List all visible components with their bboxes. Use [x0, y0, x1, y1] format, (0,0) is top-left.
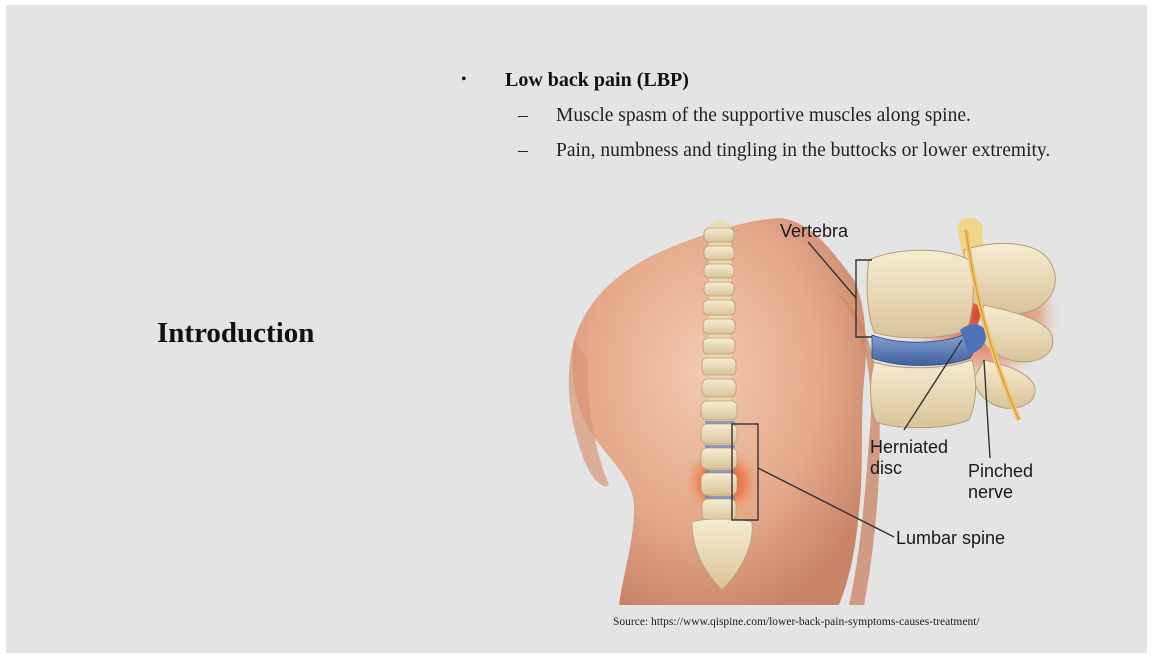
slide-title: Introduction [157, 317, 314, 350]
label-lumbar-spine: Lumbar spine [896, 528, 1005, 548]
spine-illustration-graphic [564, 210, 1084, 605]
spine-illustration: Vertebra Herniated disc Pinched nerve Lu… [564, 210, 1084, 605]
label-herniated: Herniated [870, 437, 948, 457]
slide: Introduction • Low back pain (LBP) – Mus… [6, 5, 1147, 653]
vertebra-detail [867, 218, 1064, 428]
bullet-heading: Low back pain (LBP) [505, 69, 689, 92]
label-vertebra: Vertebra [780, 221, 848, 241]
sub-item: – Muscle spasm of the supportive muscles… [518, 103, 1094, 129]
label-nerve: nerve [968, 482, 1013, 502]
sub-item: – Pain, numbness and tingling in the but… [518, 138, 1094, 190]
label-pinched: Pinched [968, 461, 1033, 481]
sub-item-text: Pain, numbness and tingling in the butto… [556, 138, 1092, 163]
sub-item-marker: – [518, 103, 528, 128]
label-disc: disc [870, 458, 902, 478]
sub-item-marker: – [518, 138, 528, 163]
source-citation: Source: https://www.qispine.com/lower-ba… [613, 616, 980, 628]
sub-item-text: Muscle spasm of the supportive muscles a… [556, 103, 1092, 128]
bullet-marker: • [461, 71, 467, 89]
